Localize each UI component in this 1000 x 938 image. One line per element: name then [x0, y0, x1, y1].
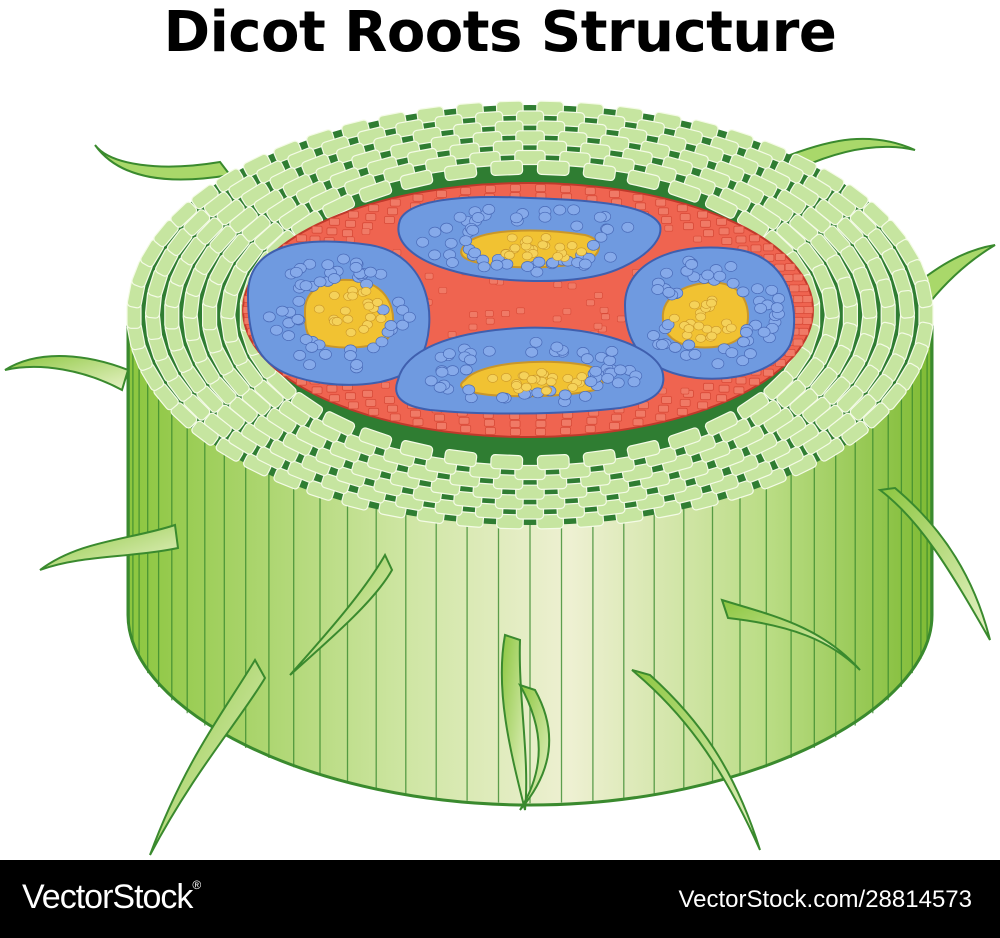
brand-text: VectorStock — [22, 878, 192, 916]
dicot-root-diagram — [0, 70, 1000, 860]
stock-id: VectorStock.com/28814573 — [678, 886, 972, 914]
footer-bar: VectorStock® VectorStock.com/28814573 — [0, 860, 1000, 938]
root-hair-icon — [5, 356, 128, 390]
registered-mark: ® — [192, 878, 200, 892]
brand-name: VectorStock® — [22, 878, 200, 917]
root-hair-icon — [95, 145, 230, 180]
page-title: Dicot Roots Structure — [0, 0, 1000, 70]
